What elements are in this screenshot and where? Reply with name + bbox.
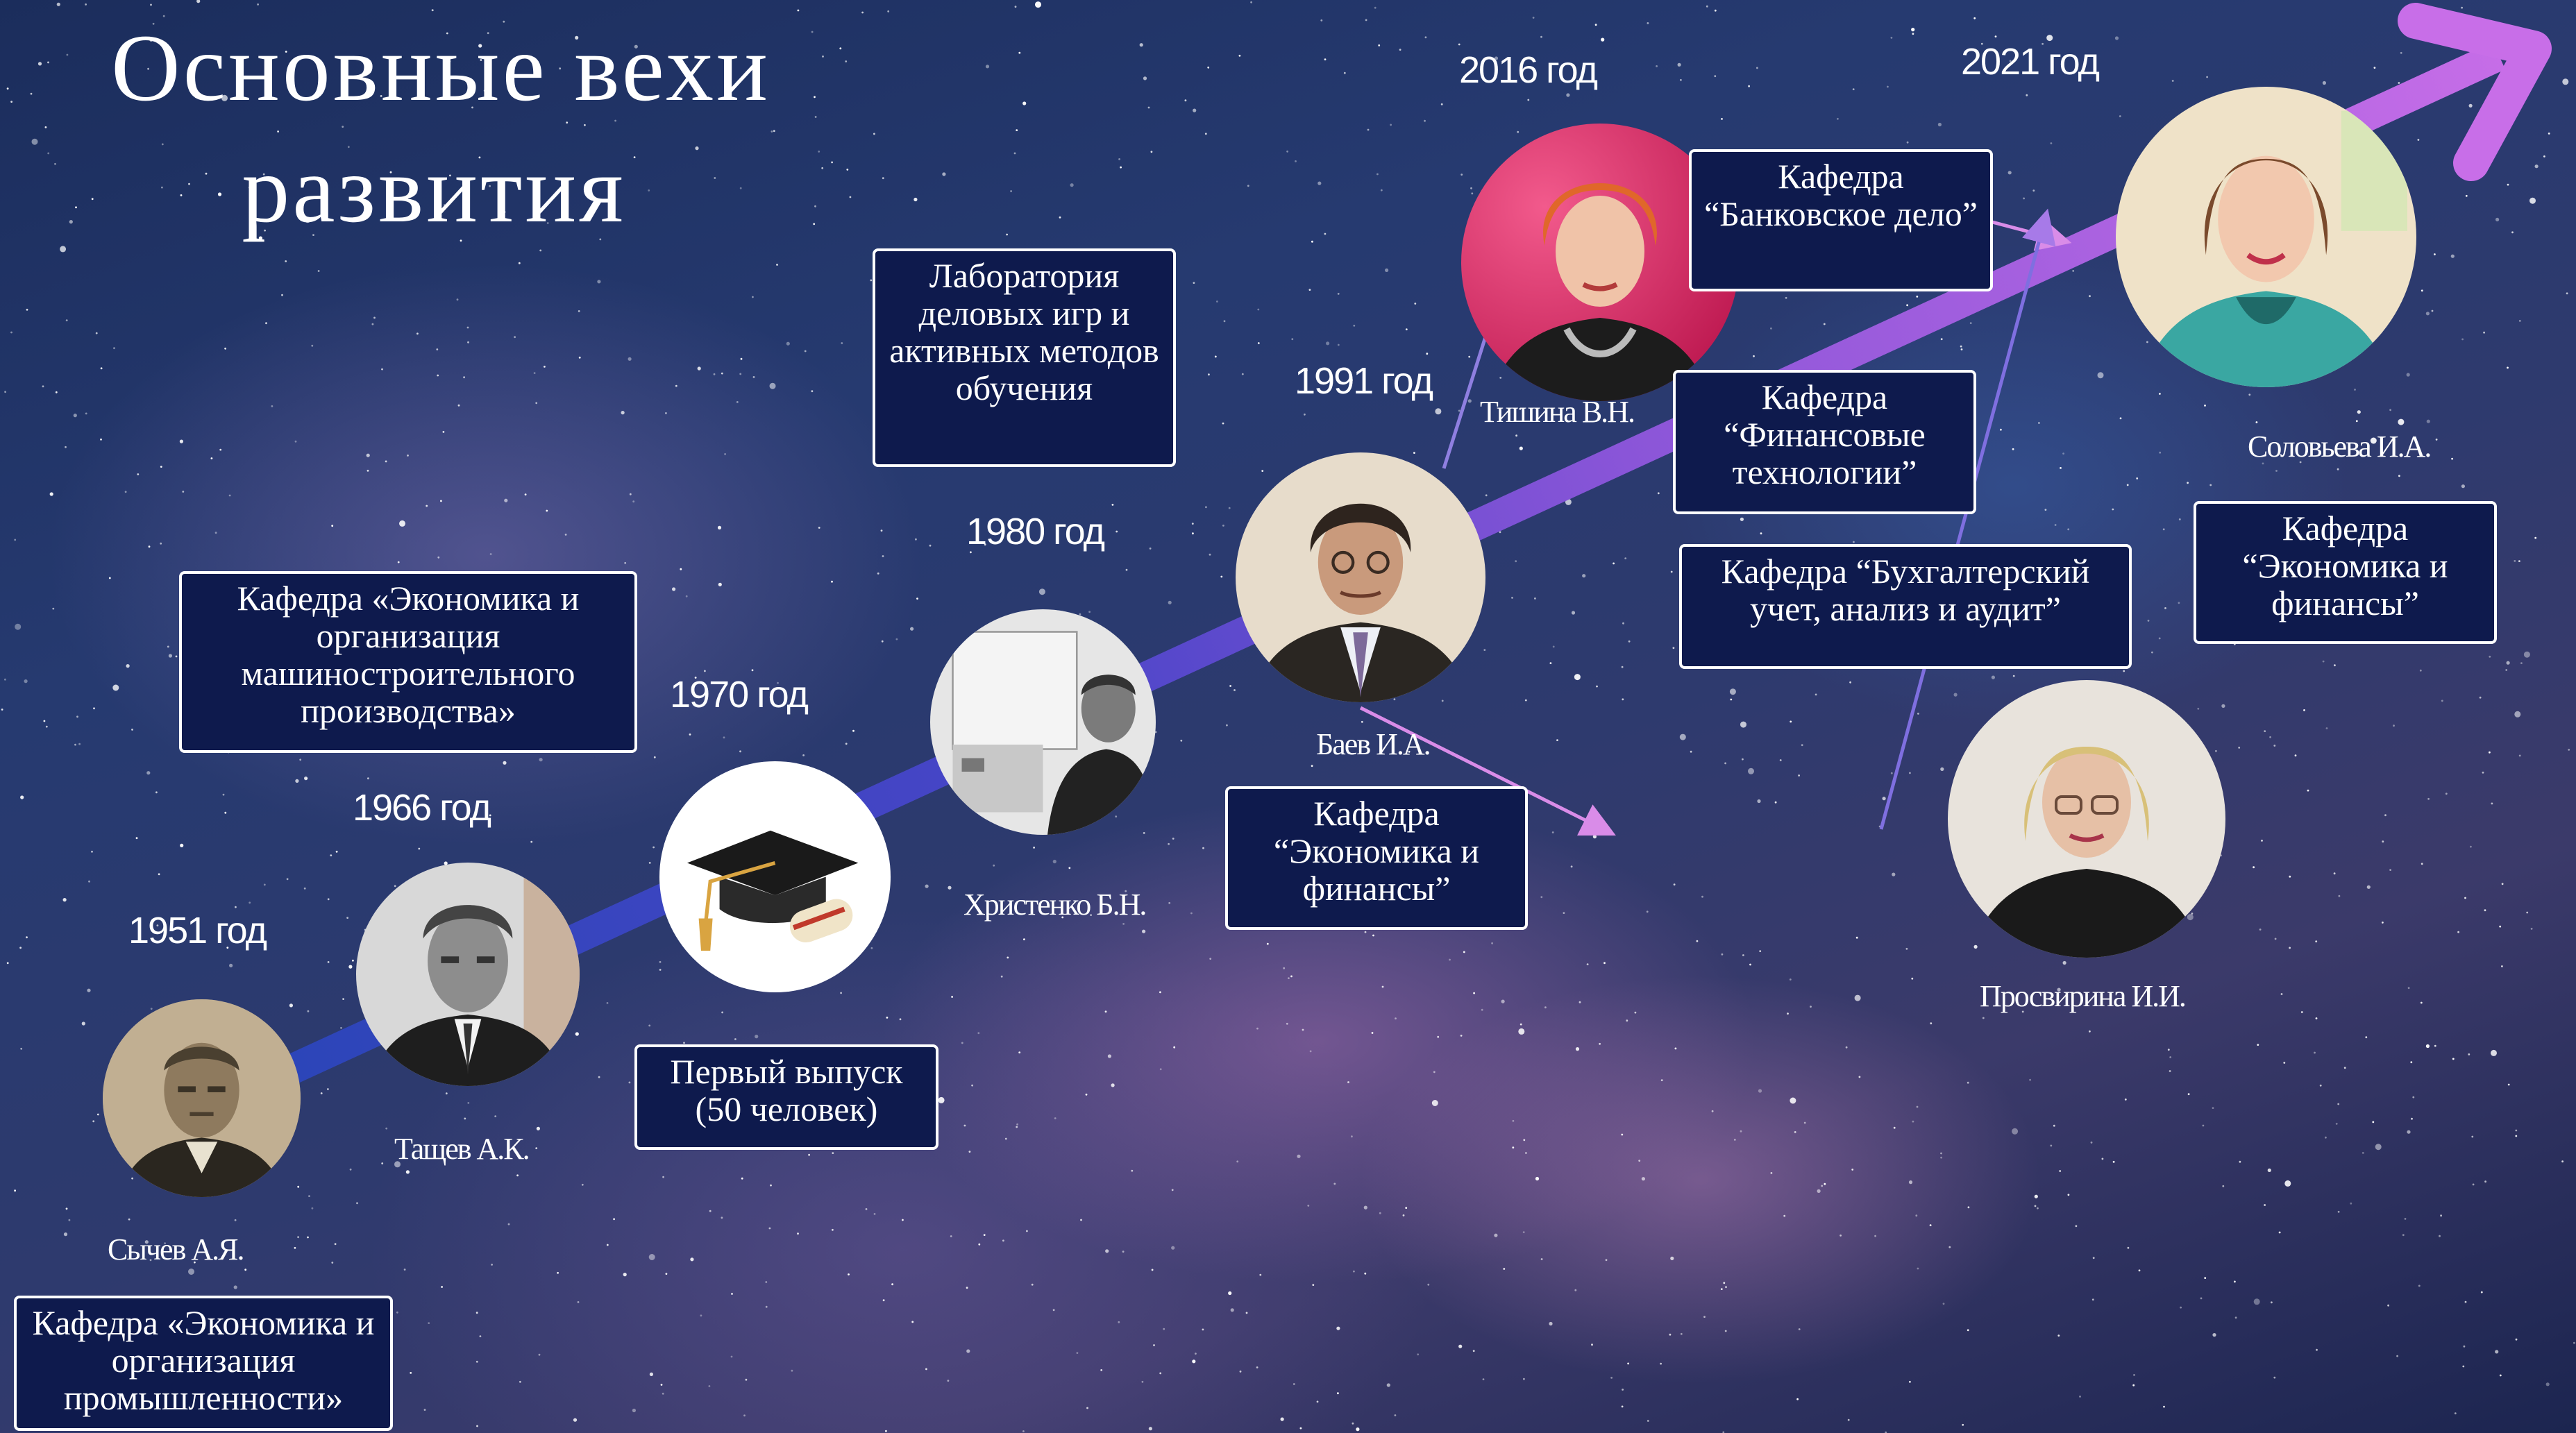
- box-lab-business-games: Лаборатория деловых игр и активных метод…: [873, 248, 1176, 467]
- year-1991: 1991 год: [1295, 360, 1433, 402]
- box-dept-economics-organization-industry: Кафедра «Экономика и организация промышл…: [14, 1296, 393, 1431]
- box-dept-economics-machine-building: Кафедра «Экономика и организация машинос…: [179, 571, 637, 753]
- year-1966: 1966 год: [353, 787, 491, 829]
- name-baev: Баев И.А.: [1316, 727, 1431, 761]
- name-sychev: Сычев А.Я.: [108, 1232, 244, 1266]
- box-dept-financial-technologies: Кафедра “Финансовые технологии”: [1673, 370, 1976, 514]
- box-dept-accounting-audit: Кафедра “Бухгалтерский учет, анализ и ау…: [1679, 544, 2132, 669]
- year-1970: 1970 год: [670, 674, 809, 715]
- slide-title-line2: развития: [242, 136, 626, 242]
- connector-prosvirina: [1879, 208, 2056, 830]
- portrait-tashchev: [356, 863, 580, 1086]
- slide-title: Основные вехи развития: [76, 7, 805, 250]
- name-prosvirina: Просвирина И.И.: [1980, 979, 2187, 1013]
- box-dept-economics-finance-1991: Кафедра “Экономика и финансы”: [1225, 786, 1528, 930]
- connector-baev-dept: [1359, 706, 1616, 836]
- box-dept-banking: Кафедра “Банковское дело”: [1689, 149, 1993, 291]
- name-tashchev: Тащев А.К.: [394, 1132, 530, 1166]
- portrait-khristenko: [930, 609, 1156, 835]
- name-tishina: Тишина В.Н.: [1480, 395, 1635, 429]
- portrait-prosvirina: [1948, 680, 2225, 958]
- portrait-sychev: [103, 999, 301, 1197]
- year-2016: 2016 год: [1459, 49, 1598, 91]
- name-khristenko: Христенко Б.Н.: [963, 888, 1147, 922]
- slide-title-line1: Основные вехи: [111, 15, 771, 121]
- graduation-cap-image: [659, 761, 891, 992]
- portrait-baev: [1236, 452, 1485, 702]
- year-2021: 2021 год: [1961, 41, 2100, 83]
- year-1980: 1980 год: [966, 511, 1105, 552]
- year-1951: 1951 год: [128, 910, 267, 951]
- box-first-graduation: Первый выпуск (50 человек): [634, 1044, 938, 1150]
- name-solovyeva: Соловьева И.А.: [2248, 430, 2432, 464]
- connector-banking: [1992, 217, 2072, 251]
- box-dept-economics-finance-2021: Кафедра “Экономика и финансы”: [2194, 501, 2497, 644]
- portrait-solovyeva: [2116, 87, 2416, 387]
